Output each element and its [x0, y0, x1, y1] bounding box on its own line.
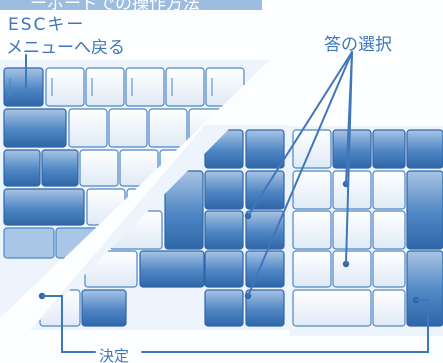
key: [125, 67, 165, 107]
key: [204, 210, 244, 250]
key: [81, 289, 127, 327]
shift-key: [3, 188, 85, 226]
key: [84, 250, 138, 288]
key: [204, 289, 244, 327]
pointer-lines: [25, 51, 429, 353]
key: [204, 170, 244, 210]
key: [165, 67, 205, 107]
key: [68, 108, 108, 148]
answer-pointer-line-4: [345, 51, 353, 265]
key: [372, 170, 406, 210]
header-fragment: ーボードでの操作方法: [30, 0, 200, 10]
key: [292, 250, 332, 288]
key: [3, 227, 55, 259]
key: [204, 250, 244, 288]
key: [292, 289, 372, 327]
right-keypad-section: [290, 126, 443, 336]
key: [86, 188, 126, 226]
key: [245, 289, 285, 327]
header-strip: ーボードでの操作方法: [0, 0, 262, 10]
key: [292, 129, 332, 169]
tab-key: [3, 108, 67, 148]
key: [148, 108, 188, 148]
esc-key: [3, 67, 44, 107]
select-answer-label: 答の選択: [324, 35, 392, 55]
confirm-label: 決定: [99, 347, 130, 363]
confirm-bracket-right: [141, 299, 429, 353]
plus-key: [406, 170, 443, 250]
key: [406, 129, 443, 169]
key: [245, 129, 285, 169]
key: [45, 67, 85, 107]
key: [332, 250, 372, 288]
key: [372, 210, 406, 250]
key: [139, 250, 205, 288]
answer-pointer-line-2: [247, 51, 353, 297]
answer-pointer-line-1: [247, 51, 353, 217]
key: [332, 170, 372, 210]
key: [41, 149, 79, 187]
key-bevels: [9, 78, 213, 96]
esc-key-label: ESCキー: [8, 15, 86, 35]
key: [372, 250, 406, 288]
gap: [128, 290, 202, 326]
key: [245, 210, 285, 250]
key: [332, 210, 372, 250]
key: [79, 149, 119, 187]
key: [85, 67, 125, 107]
key: [119, 149, 159, 187]
key: [372, 129, 406, 169]
keypad-enter-key: [406, 250, 443, 327]
confirm-bracket-left: [41, 295, 96, 353]
key: [3, 149, 41, 187]
key: [108, 108, 148, 148]
key: [332, 129, 372, 169]
back-to-menu-label: メニューへ戻る: [6, 38, 125, 58]
key: [372, 289, 406, 327]
key: [292, 210, 332, 250]
